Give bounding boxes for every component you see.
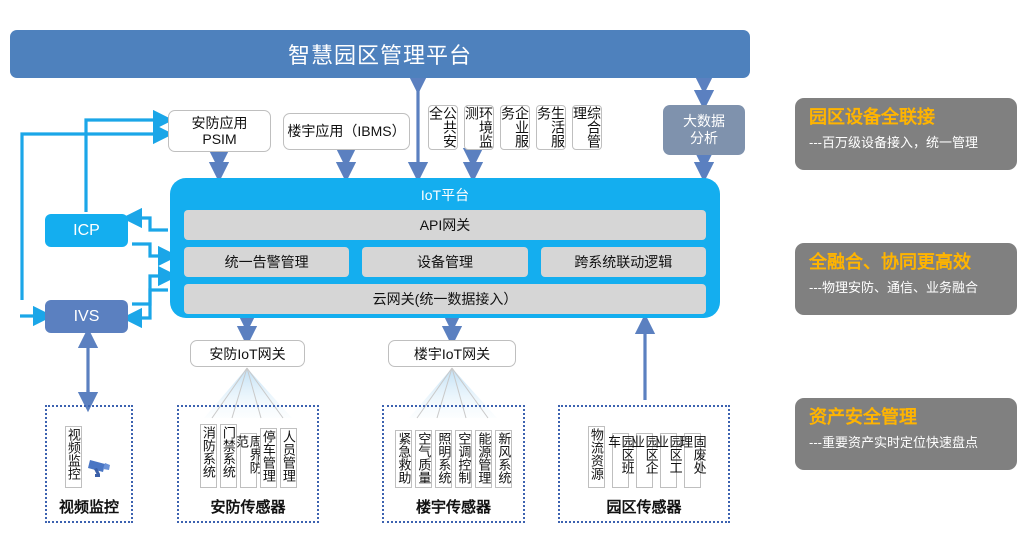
sensor-items-security: 消防系统 门禁系统 周界防范 停车管理 人员管理 bbox=[199, 420, 297, 488]
psim-label-line1: 安防应用 bbox=[191, 114, 248, 131]
highlight-subtitle-1: ---百万级设备接入，统一管理 bbox=[809, 134, 978, 150]
page-title: 智慧园区管理平台 bbox=[287, 43, 472, 68]
vertical-app-row: 公共安全 环境监测 企业服务 生活服务 综合管理 bbox=[428, 105, 602, 150]
gateway-security-iot[interactable]: 安防IoT网关 bbox=[190, 340, 305, 367]
highlight-panel-convergence: 全融合、协同更高效 ---物理安防、通信、业务融合 bbox=[795, 243, 1017, 315]
sensor-hvac-control[interactable]: 空调控制 bbox=[455, 430, 472, 488]
node-ivs[interactable]: IVS bbox=[45, 300, 128, 333]
sensor-park-industry[interactable]: 园区工业 bbox=[654, 433, 683, 488]
sensor-items-park: 物流资源 园区班车 园区企业 园区工业 固废处理 bbox=[587, 420, 707, 488]
sensor-group-caption-park: 园区传感器 bbox=[606, 499, 682, 516]
iot-platform-title: IoT平台 bbox=[420, 187, 470, 203]
sensor-parking-management[interactable]: 停车管理 bbox=[259, 428, 277, 488]
app-box-life-service[interactable]: 生活服务 bbox=[536, 105, 566, 150]
app-box-psim[interactable]: 安防应用 PSIM bbox=[168, 110, 271, 152]
sensor-video-monitoring[interactable]: 视频监控 bbox=[64, 426, 82, 488]
bigdata-label-line2: 分析 bbox=[690, 130, 718, 146]
gateway-building-iot[interactable]: 楼宇IoT网关 bbox=[388, 340, 516, 367]
app-box-environment-monitoring[interactable]: 环境监测 bbox=[464, 105, 494, 150]
highlight-panel-device-connectivity: 园区设备全联接 ---百万级设备接入，统一管理 bbox=[795, 98, 1017, 170]
iot-cloud-gateway[interactable]: 云网关(统一数据接入） bbox=[184, 284, 706, 314]
node-icp[interactable]: ICP bbox=[45, 214, 128, 247]
iot-platform-panel: IoT平台 API网关 统一告警管理 设备管理 跨系统联动逻辑 云网关(统一数据… bbox=[170, 178, 720, 318]
sensor-park-shuttle-bus[interactable]: 园区班车 bbox=[606, 433, 635, 488]
arrow-icp-to-iot bbox=[132, 242, 179, 267]
sensor-park-enterprise[interactable]: 园区企业 bbox=[630, 433, 659, 488]
app-box-enterprise-service[interactable]: 企业服务 bbox=[500, 105, 530, 150]
sensor-fresh-air-system[interactable]: 新风系统 bbox=[495, 430, 512, 488]
sensor-energy-management[interactable]: 能源管理 bbox=[475, 430, 492, 488]
arrow-iot-to-ivs bbox=[121, 288, 168, 329]
app-box-ibms[interactable]: 楼宇应用（IBMS） bbox=[283, 113, 410, 150]
bigdata-label-line1: 大数据 bbox=[683, 113, 725, 130]
sensor-fire-system[interactable]: 消防系统 bbox=[199, 424, 217, 488]
sensor-emergency-rescue[interactable]: 紧急救助 bbox=[395, 430, 412, 488]
sensor-perimeter-defense[interactable]: 周界防范 bbox=[234, 433, 263, 488]
sensor-items-building: 紧急救助 空气质量 照明系统 空调控制 能源管理 新风系统 bbox=[395, 420, 512, 488]
sensor-air-quality[interactable]: 空气质量 bbox=[415, 430, 432, 488]
sensor-personnel-management[interactable]: 人员管理 bbox=[279, 428, 297, 488]
cctv-camera-icon bbox=[87, 460, 110, 477]
sensor-lighting-system[interactable]: 照明系统 bbox=[435, 430, 452, 488]
sensor-access-control[interactable]: 门禁系统 bbox=[219, 424, 237, 488]
platform-title-bar: 智慧园区管理平台 bbox=[10, 30, 750, 78]
sensor-group-caption-building: 楼宇传感器 bbox=[415, 499, 491, 516]
iot-cross-system-linkage-logic[interactable]: 跨系统联动逻辑 bbox=[540, 247, 706, 277]
line-icp-up-psim bbox=[84, 118, 140, 212]
psim-label-line2: PSIM bbox=[202, 131, 237, 147]
iot-api-gateway[interactable]: API网关 bbox=[184, 210, 706, 240]
sensor-items-video: 视频监控 bbox=[64, 420, 114, 488]
sensor-group-security: 消防系统 门禁系统 周界防范 停车管理 人员管理 安防传感器 bbox=[177, 405, 319, 523]
highlight-title-1: 园区设备全联接 bbox=[809, 107, 935, 127]
highlight-title-2: 全融合、协同更高效 bbox=[809, 252, 971, 272]
app-box-public-safety[interactable]: 公共安全 bbox=[428, 105, 458, 150]
sensor-group-caption-security: 安防传感器 bbox=[210, 499, 286, 516]
arrow-iot-to-icp bbox=[121, 207, 168, 232]
app-box-integrated-management[interactable]: 综合管理 bbox=[572, 105, 602, 150]
highlight-panel-asset-security: 资产安全管理 ---重要资产实时定位快速盘点 bbox=[795, 398, 1017, 470]
highlight-title-3: 资产安全管理 bbox=[809, 407, 917, 427]
sensor-group-caption-video: 视频监控 bbox=[58, 499, 119, 516]
iot-unified-alarm-management[interactable]: 统一告警管理 bbox=[184, 247, 350, 277]
highlight-subtitle-3: ---重要资产实时定位快速盘点 bbox=[809, 434, 978, 450]
arrow-ivs-to-iot bbox=[132, 265, 179, 306]
iot-middle-row: 统一告警管理 设备管理 跨系统联动逻辑 bbox=[184, 247, 706, 277]
sensor-logistics-resources[interactable]: 物流资源 bbox=[587, 426, 605, 488]
highlight-subtitle-2: ---物理安防、通信、业务融合 bbox=[809, 279, 978, 295]
sensor-group-park: 物流资源 园区班车 园区企业 园区工业 固废处理 园区传感器 bbox=[558, 405, 730, 523]
iot-device-management[interactable]: 设备管理 bbox=[362, 247, 528, 277]
sensor-group-video: 视频监控 视频监控 bbox=[45, 405, 133, 523]
app-box-big-data-analytics[interactable]: 大数据 分析 bbox=[663, 105, 745, 155]
sensor-solid-waste-treatment[interactable]: 固废处理 bbox=[678, 433, 707, 488]
sensor-group-building: 紧急救助 空气质量 照明系统 空调控制 能源管理 新风系统 楼宇传感器 bbox=[382, 405, 525, 523]
